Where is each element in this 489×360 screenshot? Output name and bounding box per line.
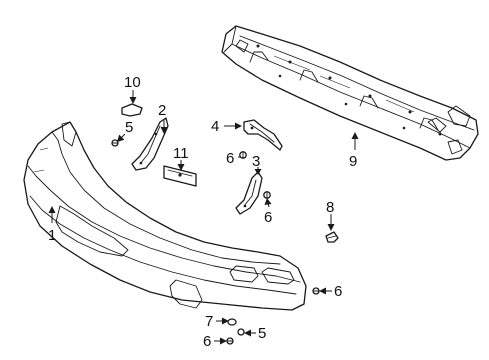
- bolt-5b-part: [237, 328, 245, 336]
- bracket-3-part: [235, 171, 263, 215]
- callout-9: 9: [349, 153, 357, 170]
- bolt-6c-part: [312, 287, 320, 295]
- callout-labels: 1 2 3 4 5 5 6 6 6 6 7 8 9 10 11: [48, 74, 357, 350]
- callout-6d: 6: [203, 333, 211, 350]
- bolt-6d-part: [226, 337, 234, 345]
- callout-5a: 5: [125, 119, 133, 136]
- callout-8: 8: [326, 199, 334, 216]
- callout-6c: 6: [334, 283, 342, 300]
- callout-2: 2: [158, 102, 166, 119]
- bracket-2-part: [131, 117, 169, 171]
- bumper-cover-part: [23, 121, 307, 311]
- callout-6a: 6: [226, 150, 234, 167]
- callout-1: 1: [48, 227, 56, 244]
- bracket-4-part: [243, 119, 283, 151]
- pad-10-part: [121, 103, 143, 117]
- callout-5b: 5: [258, 325, 266, 342]
- bolt-5a-part: [111, 139, 119, 147]
- callout-4: 4: [211, 118, 219, 135]
- clip-8-part: [325, 231, 339, 243]
- callout-3: 3: [252, 153, 260, 170]
- reinforcement-bar-part: [221, 25, 479, 161]
- callout-10: 10: [124, 74, 141, 91]
- bolt-6a-part: [239, 151, 247, 159]
- license-bracket-11-part: [163, 165, 197, 187]
- callout-6b: 6: [264, 209, 272, 226]
- callout-7: 7: [205, 313, 213, 330]
- grommet-7-part: [227, 318, 237, 326]
- bolt-6b-part: [263, 191, 271, 199]
- callout-11: 11: [173, 145, 189, 162]
- leader-lines: [48, 90, 359, 345]
